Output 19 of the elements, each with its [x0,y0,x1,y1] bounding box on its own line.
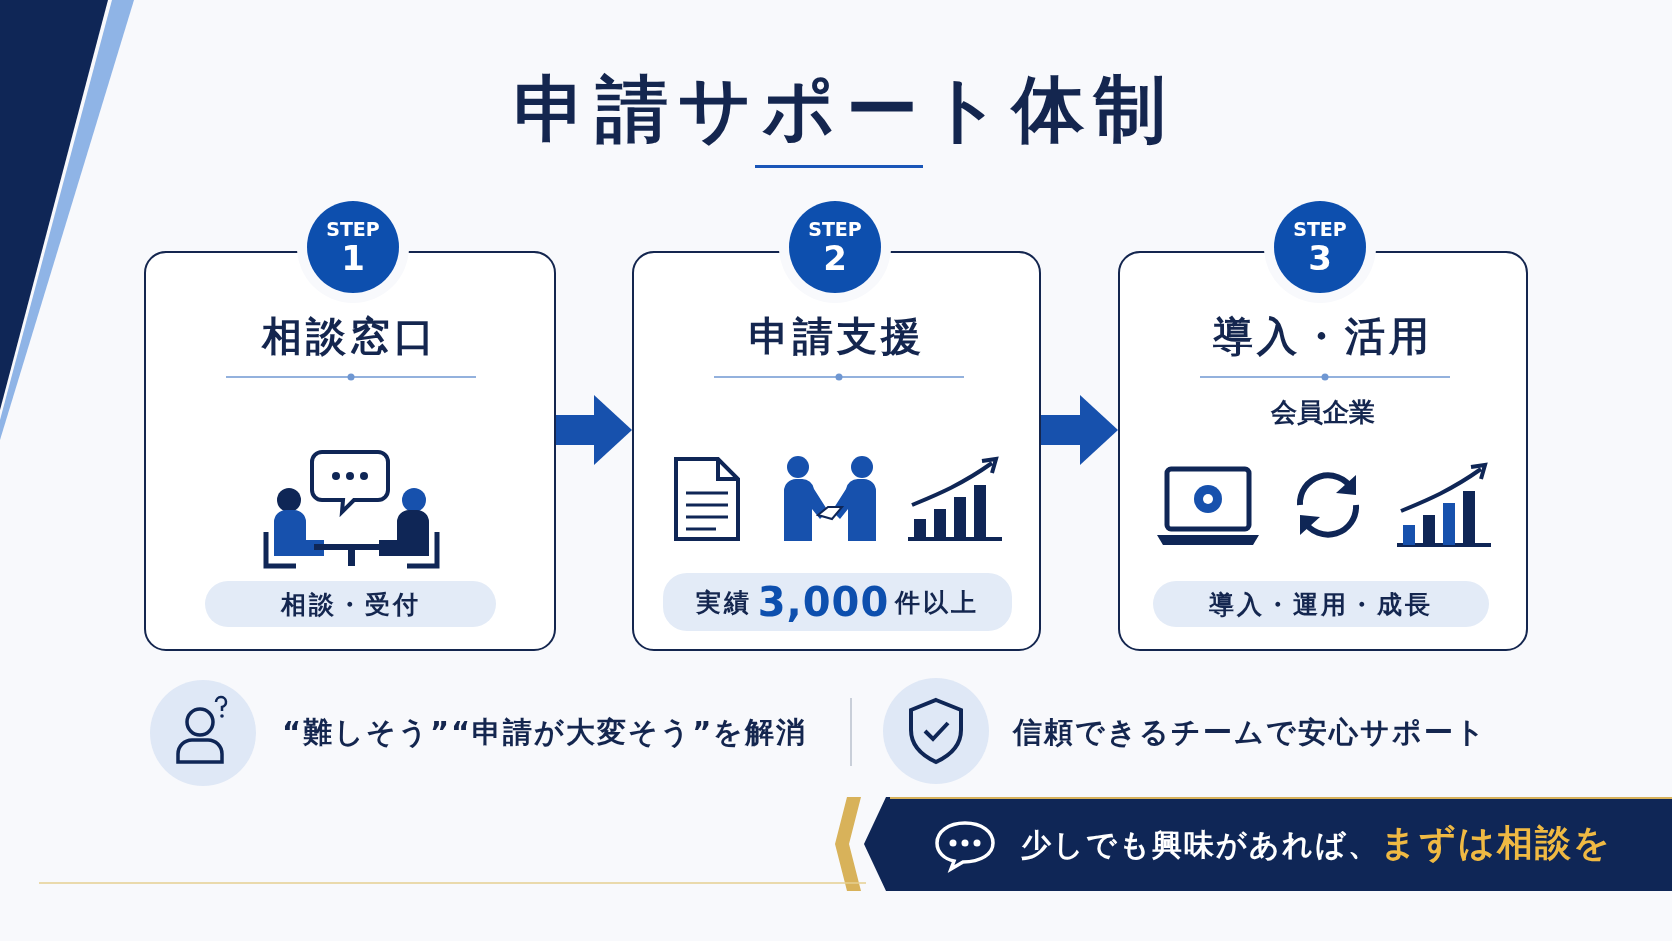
title: 申請サポート体制 [513,65,1177,153]
arrow [1041,395,1118,465]
call-to-action-banner [862,797,1672,891]
step-number: 3 [1308,240,1332,276]
banner-text: 少しでも興味があれば、まずは相談を [1021,821,1612,865]
card-subtitle: 会員企業 [1270,396,1376,429]
feature-text: “難しそう”“申請が大変そう”を解消 [282,714,808,751]
step-label: STEP [326,218,380,240]
feature-text: 信頼できるチームで安心サポート [1013,714,1487,751]
step-number: 2 [823,240,847,276]
step-label: STEP [808,218,862,240]
card-heading: 申請支援 [747,312,926,361]
card-heading: 導入・活用 [1212,312,1434,361]
arrow [556,395,632,465]
summary-pill: 相談・受付 [205,581,496,627]
step-label: STEP [1293,218,1347,240]
summary-pill: 導入・運用・成長 [1153,581,1489,627]
step-number: 1 [341,240,365,276]
card-heading: 相談窓口 [260,312,439,361]
